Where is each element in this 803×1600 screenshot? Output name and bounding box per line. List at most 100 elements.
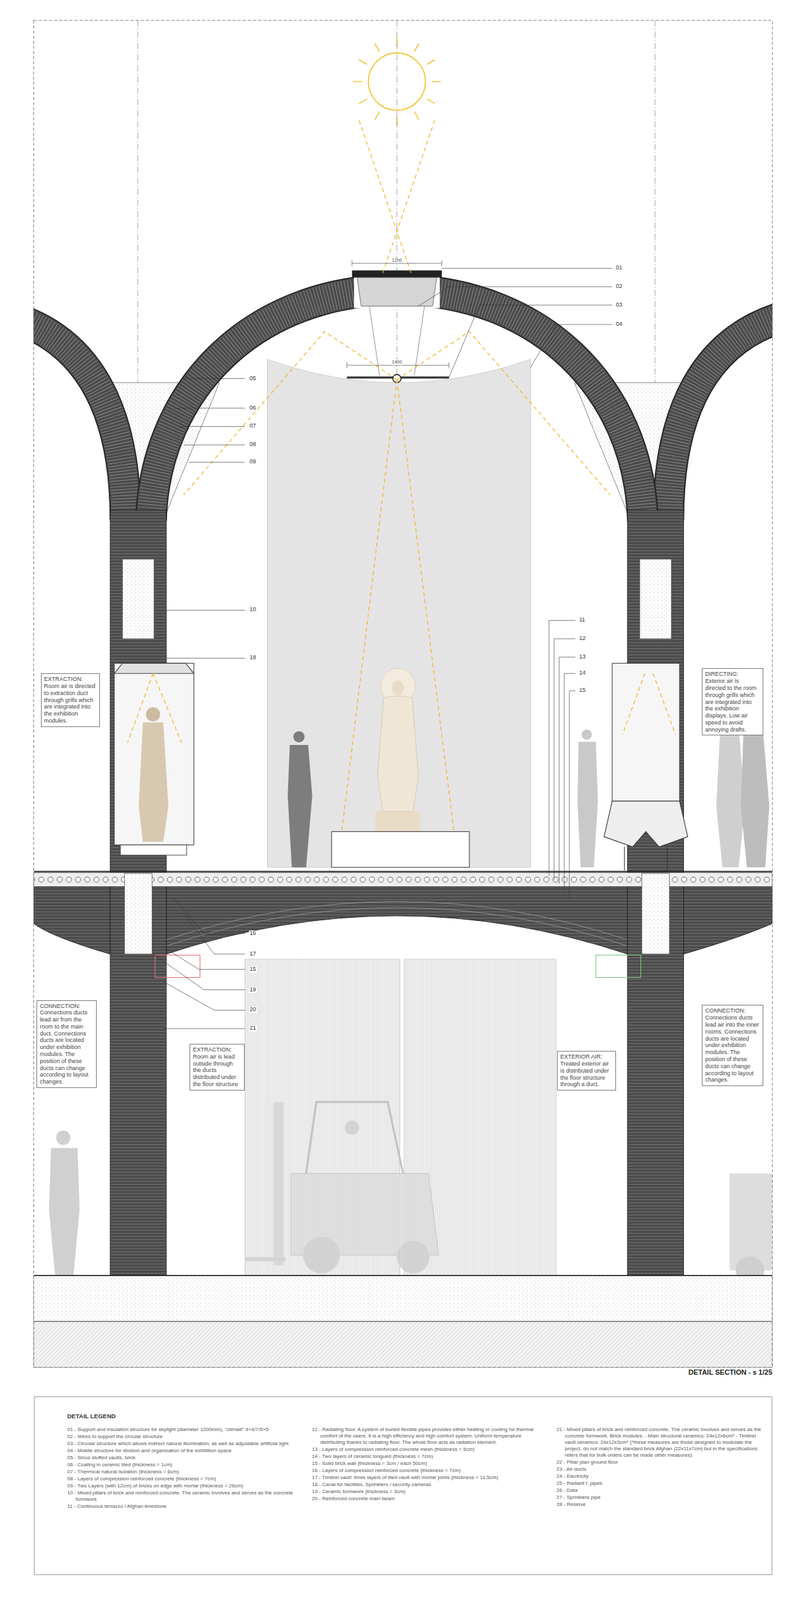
brick-arch — [33, 318, 126, 521]
legend-item: 12 - Radiating floor. A system of buried… — [311, 1427, 546, 1447]
light-ray — [183, 331, 398, 495]
visitor-figure — [716, 726, 746, 868]
leader-line — [183, 913, 246, 955]
display-module — [603, 801, 688, 848]
note-heading: EXTERIOR AIR: — [560, 1054, 613, 1062]
forklift — [306, 1102, 403, 1175]
legend-item: 02 - Wires to support the circular struc… — [67, 1434, 301, 1441]
brick-pillar — [110, 510, 684, 873]
ground — [33, 1276, 773, 1323]
leader-line — [530, 324, 613, 368]
legend-item: 24 - Electricity — [556, 1474, 768, 1481]
note-heading: CONNECTION: — [39, 1003, 94, 1011]
light-ray — [382, 120, 435, 274]
light-ray — [127, 120, 676, 832]
legend-item: 18 - Canal for facilities. Sprinklers / … — [311, 1482, 546, 1489]
callout-number: 17 — [249, 951, 257, 958]
section-illustration — [33, 20, 773, 1369]
callout-number: 01 — [615, 265, 624, 272]
visitor-figure — [577, 742, 599, 868]
leader-line — [553, 639, 576, 880]
legend-heading: DETAIL LEGEND — [67, 1413, 116, 1421]
callout-number: 03 — [615, 302, 624, 309]
legend-item: 13 - Layers of compression reinforced co… — [311, 1447, 546, 1454]
callout-number: 15 — [578, 687, 586, 695]
leader-line — [166, 658, 246, 659]
statue — [377, 696, 419, 812]
dimension-label: 1200 — [391, 258, 403, 264]
brick-arch — [668, 318, 773, 521]
legend-item: 16 - Layers of compression reinforced co… — [311, 1468, 546, 1475]
drawing-frame — [33, 20, 773, 1369]
display-module — [113, 663, 194, 856]
visitor-figure — [287, 709, 770, 868]
legend-item: 14 - Two layers of ceramic longued (thic… — [311, 1454, 546, 1461]
note-text: Treated exterior air is distributed unde… — [560, 1061, 613, 1089]
leader-line — [166, 949, 246, 971]
legend-item: 25 - Radiant f. pipes — [556, 1481, 768, 1488]
floor-slab — [33, 871, 773, 873]
note-text: Connections ducts lead air into the inne… — [705, 1014, 761, 1085]
statue — [375, 811, 421, 833]
legend-item: 15 - Solid brick wall (thickness = 3cm /… — [311, 1461, 546, 1468]
worker-figure — [48, 1148, 80, 1277]
legend-item: 04 - Mobile structure for division and o… — [67, 1448, 301, 1455]
brick-pillar — [641, 874, 670, 955]
light-ray — [397, 379, 455, 832]
callout-number: 18 — [249, 655, 257, 662]
annotation-box: DIRECTING:Exterior air is directed to th… — [701, 668, 764, 736]
display-module — [603, 663, 688, 871]
callout-number: 16 — [249, 931, 257, 938]
annotation-box: CONNECTION:Connections ducts lead air in… — [701, 1005, 764, 1087]
brick-arch — [33, 318, 126, 521]
forklift — [244, 1257, 286, 1262]
note-heading: DIRECTING: — [705, 671, 761, 679]
callout-number: 05 — [249, 375, 257, 383]
axis-line — [137, 20, 656, 1369]
legend-item: 20 - Reinforced concrete main beam — [311, 1496, 546, 1503]
light-ray — [397, 331, 611, 495]
ground — [33, 1276, 773, 1368]
floor-slab — [33, 872, 773, 955]
legend-column: 12 - Radiating floor. A system of buried… — [311, 1427, 546, 1504]
dimension-line — [347, 260, 449, 369]
note-heading: EXTRACTION: — [44, 676, 97, 684]
leader-line — [153, 268, 613, 1030]
dimension-label: 1400 — [391, 359, 403, 365]
statue — [331, 831, 470, 868]
leader-line — [163, 982, 245, 1012]
legend-item: 23 - Air ducts — [556, 1467, 768, 1474]
legend-item: 22 - Pillar plan ground floor — [556, 1460, 768, 1467]
extraction-duct — [154, 955, 200, 978]
truck — [729, 1174, 773, 1286]
ground — [33, 1322, 773, 1369]
floor-slab — [33, 887, 111, 955]
legend-item: 28 - Reserve — [556, 1502, 768, 1509]
brick-pillar — [124, 874, 152, 955]
brick-pillar — [110, 874, 684, 1277]
display-module — [113, 663, 194, 846]
legend-item: 26 - Data — [556, 1488, 768, 1495]
leader-line — [163, 1029, 245, 1030]
callout-number: 12 — [578, 635, 586, 643]
display-module — [612, 663, 680, 802]
worker-figure — [48, 1131, 80, 1277]
storage-panel — [244, 959, 556, 1277]
callout-number: 06 — [249, 405, 257, 412]
display-module — [667, 847, 668, 871]
callout-number: 10 — [249, 607, 257, 614]
legend-item: 03 - Circular structure which allows ind… — [67, 1441, 301, 1448]
callout-number: 08 — [249, 441, 257, 449]
forklift — [397, 1241, 430, 1275]
legend-column: 01 - Support and insulation structure fo… — [67, 1427, 301, 1512]
light-ray — [359, 120, 412, 274]
callout-number: 19 — [249, 987, 257, 994]
forklift — [244, 1102, 439, 1275]
skylight — [352, 270, 442, 278]
leader-line — [564, 673, 576, 891]
callout-number: 07 — [249, 423, 257, 431]
callout-number: 20 — [249, 1007, 257, 1014]
floor-slab — [166, 908, 628, 947]
